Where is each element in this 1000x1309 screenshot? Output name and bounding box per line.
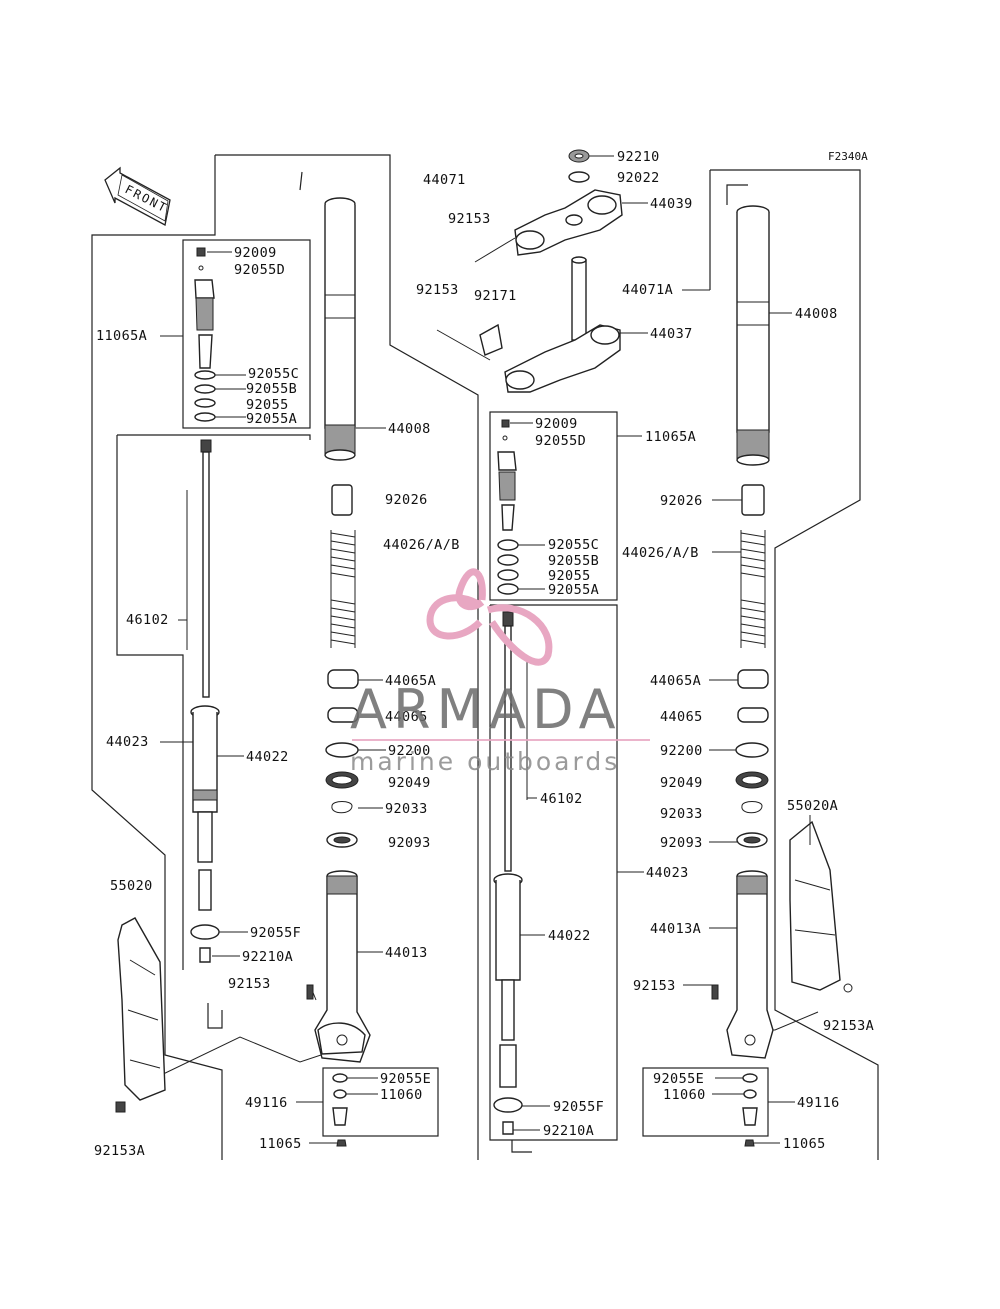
front-direction-arrow: FRONT <box>104 166 171 226</box>
label-92153-lower: 92153 <box>416 282 459 298</box>
label-92055A: 92055A <box>246 411 297 427</box>
label-44013: 44013 <box>385 945 428 961</box>
label-11065-right: 11065 <box>783 1136 826 1152</box>
label-92033-right: 92033 <box>660 806 703 822</box>
right-fork-parts <box>711 205 853 1147</box>
watermark: ARMADA marine outboards <box>350 568 650 776</box>
label-44065A-right: 44065A <box>650 673 701 689</box>
left-spring <box>330 530 356 648</box>
label-92200-right: 92200 <box>660 743 703 759</box>
right-labels: 44071A 44008 92026 44026/A/B 44065A 4406… <box>622 282 874 1152</box>
label-92026: 92026 <box>385 492 428 508</box>
label-92055F-center: 92055F <box>553 1099 604 1115</box>
label-92153A-right: 92153A <box>823 1018 874 1034</box>
frame-lines <box>91 154 879 1160</box>
label-92093: 92093 <box>388 835 431 851</box>
label-92049: 92049 <box>388 775 431 791</box>
label-44065-right: 44065 <box>660 709 703 725</box>
label-49116-right: 49116 <box>797 1095 840 1111</box>
label-92153-upper: 92153 <box>448 211 491 227</box>
label-44023-center: 44023 <box>646 865 689 881</box>
label-44026-right: 44026/A/B <box>622 545 699 561</box>
label-44037: 44037 <box>650 326 693 342</box>
label-44013A: 44013A <box>650 921 701 937</box>
propeller-logo <box>426 568 553 666</box>
label-11060: 11060 <box>380 1087 423 1103</box>
label-92055E-right: 92055E <box>653 1071 704 1087</box>
label-44065A: 44065A <box>385 673 436 689</box>
label-92055D: 92055D <box>234 262 285 278</box>
label-44023: 44023 <box>106 734 149 750</box>
label-44071: 44071 <box>423 172 466 188</box>
label-92033: 92033 <box>385 801 428 817</box>
label-46102-center: 46102 <box>540 791 583 807</box>
label-92055B-center: 92055B <box>548 553 599 569</box>
label-92055C-center: 92055C <box>548 537 599 553</box>
label-55020A: 55020A <box>787 798 838 814</box>
label-92049-right: 92049 <box>660 775 703 791</box>
label-44026: 44026/A/B <box>383 537 460 553</box>
label-46102: 46102 <box>126 612 169 628</box>
label-92210: 92210 <box>617 149 660 165</box>
label-44039: 44039 <box>650 196 693 212</box>
label-92026-right: 92026 <box>660 493 703 509</box>
label-44008-right: 44008 <box>795 306 838 322</box>
label-44065: 44065 <box>385 709 428 725</box>
label-11065: 11065 <box>259 1136 302 1152</box>
label-44022-center: 44022 <box>548 928 591 944</box>
center-labels: 92210 92022 44071 44039 92153 92153 9217… <box>416 149 696 1139</box>
right-spring <box>740 530 766 648</box>
label-44008: 44008 <box>388 421 431 437</box>
leader-lines <box>160 155 811 1144</box>
label-92093-right: 92093 <box>660 835 703 851</box>
figure-code: F2340A <box>828 150 868 163</box>
label-92055: 92055 <box>246 397 289 413</box>
label-92009-center: 92009 <box>535 416 578 432</box>
label-92022: 92022 <box>617 170 660 186</box>
left-fork-parts <box>115 197 371 1147</box>
label-49116: 49116 <box>245 1095 288 1111</box>
label-92055D-center: 92055D <box>535 433 586 449</box>
label-92210A-center: 92210A <box>543 1123 594 1139</box>
label-11065A: 11065A <box>96 328 147 344</box>
label-92055-center: 92055 <box>548 568 591 584</box>
label-44071A: 44071A <box>622 282 673 298</box>
watermark-tagline: marine outboards <box>350 747 620 776</box>
left-labels: 92009 92055D 11065A 92055C 92055B 92055 … <box>94 245 460 1159</box>
label-11065A-center: 11065A <box>645 429 696 445</box>
label-44022: 44022 <box>246 749 289 765</box>
label-92055B: 92055B <box>246 381 297 397</box>
label-55020: 55020 <box>110 878 153 894</box>
label-92153: 92153 <box>228 976 271 992</box>
label-92055C: 92055C <box>248 366 299 382</box>
label-92171: 92171 <box>474 288 517 304</box>
center-parts <box>436 149 623 1135</box>
label-92210A: 92210A <box>242 949 293 965</box>
label-92153-right: 92153 <box>633 978 676 994</box>
label-92153A: 92153A <box>94 1143 145 1159</box>
watermark-brand: ARMADA <box>350 678 622 741</box>
label-92055F: 92055F <box>250 925 301 941</box>
label-92055E: 92055E <box>380 1071 431 1087</box>
label-92055A-center: 92055A <box>548 582 599 598</box>
label-92009: 92009 <box>234 245 277 261</box>
label-92200: 92200 <box>388 743 431 759</box>
label-11060-right: 11060 <box>663 1087 706 1103</box>
